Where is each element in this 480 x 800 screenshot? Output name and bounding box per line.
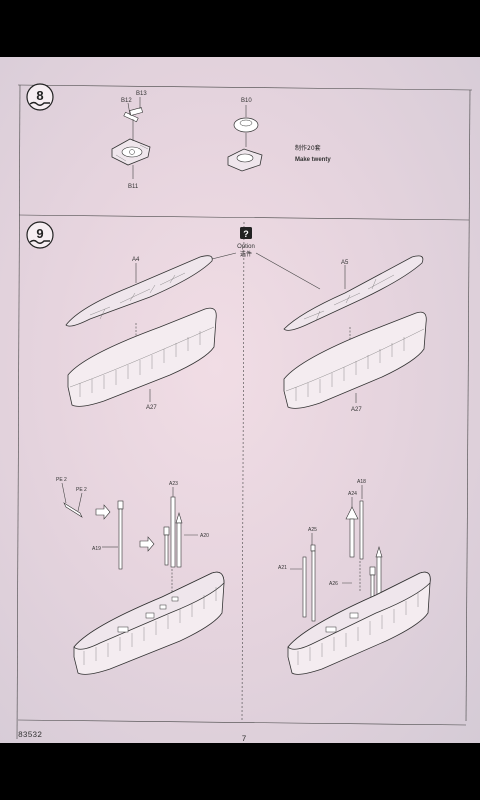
deck-a4 bbox=[65, 255, 213, 327]
option-label: Option bbox=[237, 244, 255, 250]
step-8-turret-assembly: B12 B13 B11 bbox=[111, 91, 151, 190]
lower-left-parts: PE 2 PE 2 A19 A23 A20 bbox=[56, 477, 225, 675]
label-b13: B13 bbox=[136, 91, 147, 97]
frame-right-line bbox=[465, 89, 471, 722]
label-a21: A21 bbox=[278, 565, 287, 571]
label-a27-left: A27 bbox=[146, 405, 157, 411]
label-a26: A26 bbox=[329, 581, 338, 587]
label-pe2-b: PE 2 bbox=[76, 487, 87, 493]
label-b11: B11 bbox=[128, 184, 139, 190]
instruction-sheet: 8 B12 B13 B11 B10 制作20套 Make twenty 9 ? bbox=[16, 83, 473, 743]
hull-a27-left bbox=[67, 307, 217, 407]
label-b12-text: B12 bbox=[121, 98, 132, 104]
hull-a27-right bbox=[283, 311, 427, 409]
label-pe2-a: PE 2 bbox=[56, 477, 67, 483]
label-a20: A20 bbox=[200, 533, 209, 539]
label-a24: A24 bbox=[348, 491, 357, 497]
step-8-badge: 8 bbox=[26, 83, 54, 111]
label-a19: A19 bbox=[92, 546, 101, 552]
label-b10: B10 bbox=[241, 98, 252, 104]
option-icon-glyph: ? bbox=[243, 229, 249, 239]
step-9-number: 9 bbox=[36, 226, 43, 241]
center-fold-line bbox=[241, 221, 245, 722]
label-a4: A4 bbox=[132, 257, 140, 263]
option-label-cn: 选件 bbox=[240, 250, 252, 258]
footer-product-code: 83532 bbox=[18, 731, 42, 740]
frame-left-line bbox=[16, 84, 21, 740]
step-9-badge: 9 bbox=[26, 221, 54, 249]
frame-top-line bbox=[17, 84, 473, 91]
label-a23: A23 bbox=[169, 481, 178, 487]
lower-right-parts: A18 A24 A25 A21 A26 bbox=[278, 479, 431, 675]
label-a18: A18 bbox=[357, 479, 366, 485]
label-a5: A5 bbox=[341, 260, 349, 266]
instruction-sheet-photo: 8 B12 B13 B11 B10 制作20套 Make twenty 9 ? bbox=[0, 57, 480, 743]
upper-left-assembly: A4 A27 bbox=[65, 255, 217, 411]
option-icon bbox=[240, 227, 252, 239]
step-divider-line bbox=[18, 214, 470, 221]
upper-right-assembly: A5 A27 bbox=[283, 255, 427, 413]
label-a25: A25 bbox=[308, 527, 317, 533]
label-a27-right: A27 bbox=[351, 407, 362, 413]
arrow-icon-right bbox=[95, 504, 111, 520]
footer-page-number: 7 bbox=[242, 735, 247, 743]
arrow-icon-right-2 bbox=[139, 536, 155, 552]
step-8-number: 8 bbox=[36, 88, 43, 103]
make-twenty-en: Make twenty bbox=[295, 157, 331, 163]
frame-bottom-line bbox=[17, 719, 467, 726]
make-twenty-cn: 制作20套 bbox=[295, 144, 321, 152]
deck-a5 bbox=[283, 255, 424, 331]
step-8-b10-assembly: B10 制作20套 Make twenty bbox=[227, 98, 331, 172]
